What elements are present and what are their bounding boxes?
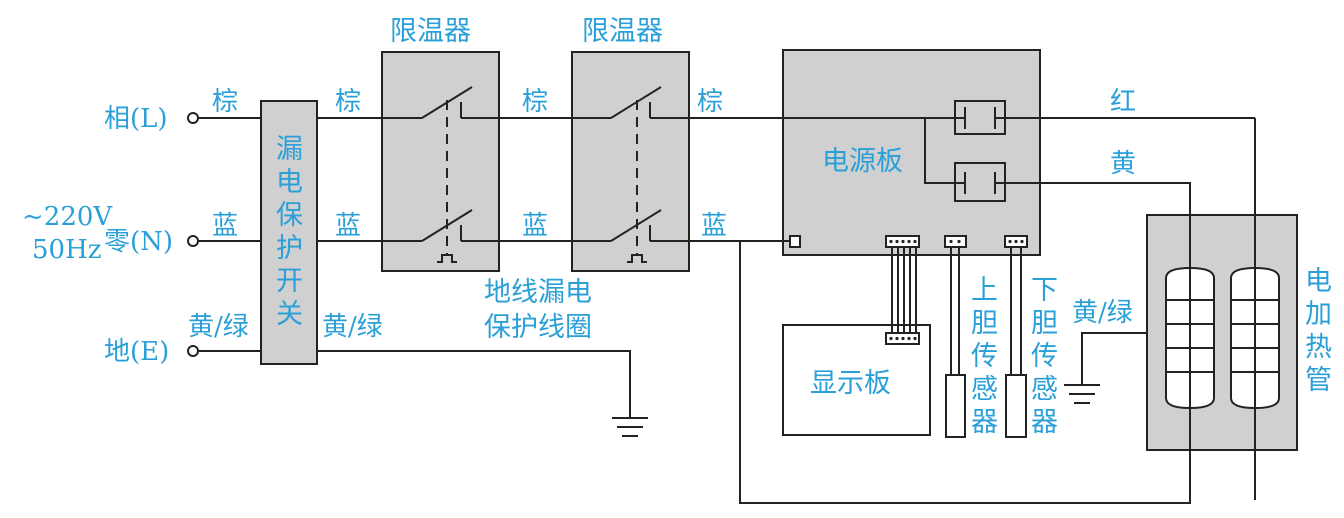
earth-terminal-icon	[187, 345, 199, 357]
live-terminal-label: 相(L)	[104, 104, 168, 134]
display-board-title: 显示板	[810, 368, 891, 399]
heater-title: 电 加 热 管	[1305, 266, 1332, 396]
svg-text:传: 传	[1031, 341, 1058, 372]
svg-text:护: 护	[276, 233, 303, 264]
wire-label-blue-2: 蓝	[335, 211, 361, 241]
thermostat-2-title: 限温器	[582, 16, 663, 47]
svg-text:传: 传	[971, 341, 998, 372]
heater-element-1-icon	[1165, 250, 1215, 448]
upper-sensor-title: 上 胆 传 感 器	[971, 275, 998, 438]
wire-label-red: 红	[1110, 87, 1136, 117]
thermostat-2-box	[571, 51, 690, 272]
wire-label-brown-2: 棕	[335, 87, 361, 117]
svg-text:关: 关	[276, 299, 303, 330]
svg-text:漏: 漏	[276, 134, 303, 165]
wire-label-blue-3: 蓝	[522, 211, 548, 241]
leakage-switch-box	[260, 100, 318, 365]
heater-earth-wire	[1064, 332, 1147, 404]
earth-coil-title-line2: 保护线圈	[484, 312, 592, 343]
relay-1-icon	[954, 100, 1006, 135]
thermostat-2-linkage	[627, 100, 647, 263]
svg-text:热: 热	[1305, 332, 1332, 363]
svg-text:器: 器	[971, 407, 998, 438]
svg-text:上: 上	[971, 275, 998, 306]
wire-label-brown-4: 棕	[697, 87, 723, 117]
display-cable	[885, 247, 920, 345]
heater-element-2-icon	[1230, 266, 1280, 410]
svg-text:器: 器	[1031, 407, 1058, 438]
thermostat-1-title: 限温器	[390, 16, 471, 47]
supply-frequency-label: 50Hz	[32, 235, 101, 265]
wire-label-blue-1: 蓝	[212, 211, 238, 241]
earth-terminal-label: 地(E)	[104, 337, 169, 367]
svg-text:保: 保	[276, 200, 303, 231]
wire-label-brown-3: 棕	[522, 87, 548, 117]
power-board-title: 电源板	[822, 146, 903, 177]
svg-text:开: 开	[276, 266, 303, 297]
lower-sensor-connector-icon	[1004, 235, 1028, 438]
svg-text:电: 电	[276, 167, 303, 198]
relay-2-icon	[954, 162, 1006, 202]
relay-feed-wire	[924, 118, 1191, 272]
svg-text:胆: 胆	[1031, 308, 1058, 339]
display-connector-icon	[885, 235, 920, 248]
leakage-switch-title: 漏 电 保 护 开 关	[276, 134, 303, 330]
neutral-wire	[198, 209, 1191, 504]
upper-sensor-connector-icon	[944, 235, 967, 438]
svg-text:加: 加	[1305, 299, 1332, 330]
svg-text:下: 下	[1031, 275, 1058, 306]
wire-label-yellow-green-2: 黄/绿	[322, 312, 383, 342]
svg-text:感: 感	[1031, 374, 1058, 405]
svg-text:感: 感	[971, 374, 998, 405]
power-board-box	[782, 49, 1041, 256]
svg-text:电: 电	[1305, 266, 1332, 297]
supply-voltage-label: ~220V	[22, 202, 113, 232]
svg-text:管: 管	[1305, 365, 1332, 396]
thermostat-1-linkage	[437, 100, 457, 263]
live-terminal-icon	[187, 112, 199, 124]
earth-wire	[198, 350, 648, 437]
thermostat-1-box	[381, 51, 500, 272]
wire-label-brown-1: 棕	[212, 87, 238, 117]
wire-label-yellow-green-3: 黄/绿	[1072, 298, 1133, 328]
earth-coil-title-line1: 地线漏电	[484, 277, 592, 308]
wire-label-yellow-green-1: 黄/绿	[188, 312, 249, 342]
neutral-terminal-label: 零(N)	[104, 227, 173, 257]
lower-sensor-title: 下 胆 传 感 器	[1031, 275, 1058, 438]
wire-label-yellow: 黄	[1110, 149, 1136, 179]
wire-label-blue-4: 蓝	[701, 211, 727, 241]
neutral-terminal-icon	[187, 235, 199, 247]
live-wire	[198, 86, 1256, 500]
svg-text:胆: 胆	[971, 308, 998, 339]
